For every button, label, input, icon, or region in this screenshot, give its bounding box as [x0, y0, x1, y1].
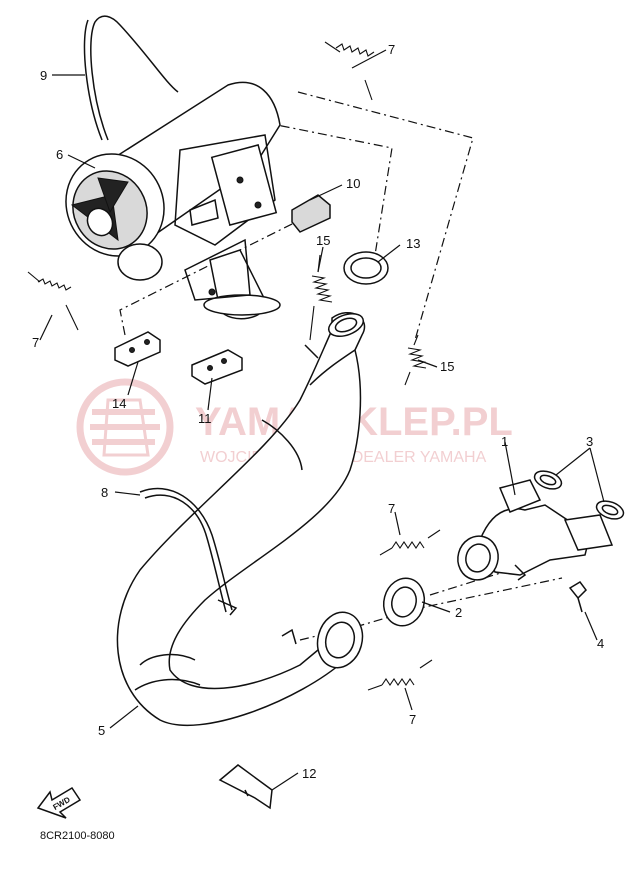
callout-7-bottom: 7	[409, 712, 416, 727]
callout-2: 2	[455, 605, 462, 620]
manifold-gasket-3	[533, 470, 625, 520]
callout-7-middle: 7	[388, 501, 395, 516]
spring-7-left	[27, 271, 79, 331]
gasket-ring	[382, 577, 426, 627]
exhaust-pipe	[116, 312, 366, 727]
diagram-code: 8CR2100-8080	[40, 830, 115, 842]
damper	[291, 194, 331, 233]
spring-7-middle	[379, 529, 441, 556]
callout-5: 5	[98, 723, 105, 738]
callout-7-top: 7	[388, 42, 395, 57]
pipe-band	[139, 487, 238, 616]
callout-13: 13	[406, 236, 420, 251]
callout-4: 4	[597, 636, 604, 651]
callout-15-lower: 15	[440, 359, 454, 374]
callout-8: 8	[101, 485, 108, 500]
callout-3: 3	[586, 434, 593, 449]
callout-7-left: 7	[32, 335, 39, 350]
callout-11: 11	[198, 411, 212, 426]
bracket-14	[114, 331, 161, 367]
callout-9: 9	[40, 68, 47, 83]
bracket-11	[191, 349, 243, 385]
callout-numbers: 9 6 7 7 10 15 13 14 11 15 1 3 8 7 2 4 7 …	[32, 42, 604, 781]
spring-15-lower	[404, 334, 427, 386]
callout-10: 10	[346, 176, 360, 191]
flange-bolt	[568, 581, 587, 613]
fwd-arrow-icon: FWD	[36, 786, 82, 819]
spring-7-bottom	[367, 659, 433, 691]
callout-1: 1	[501, 434, 508, 449]
callout-12: 12	[302, 766, 316, 781]
exhaust-manifold	[457, 479, 614, 581]
callout-15-upper: 15	[316, 233, 330, 248]
silencer-band	[83, 15, 179, 141]
gasket-13	[343, 251, 389, 285]
spring-7-top	[324, 41, 375, 101]
callout-14: 14	[112, 396, 126, 411]
leader-lines	[39, 49, 605, 791]
callout-6: 6	[56, 147, 63, 162]
watermark-logo-icon	[76, 378, 174, 476]
silencer	[65, 81, 281, 320]
protector	[218, 764, 273, 810]
